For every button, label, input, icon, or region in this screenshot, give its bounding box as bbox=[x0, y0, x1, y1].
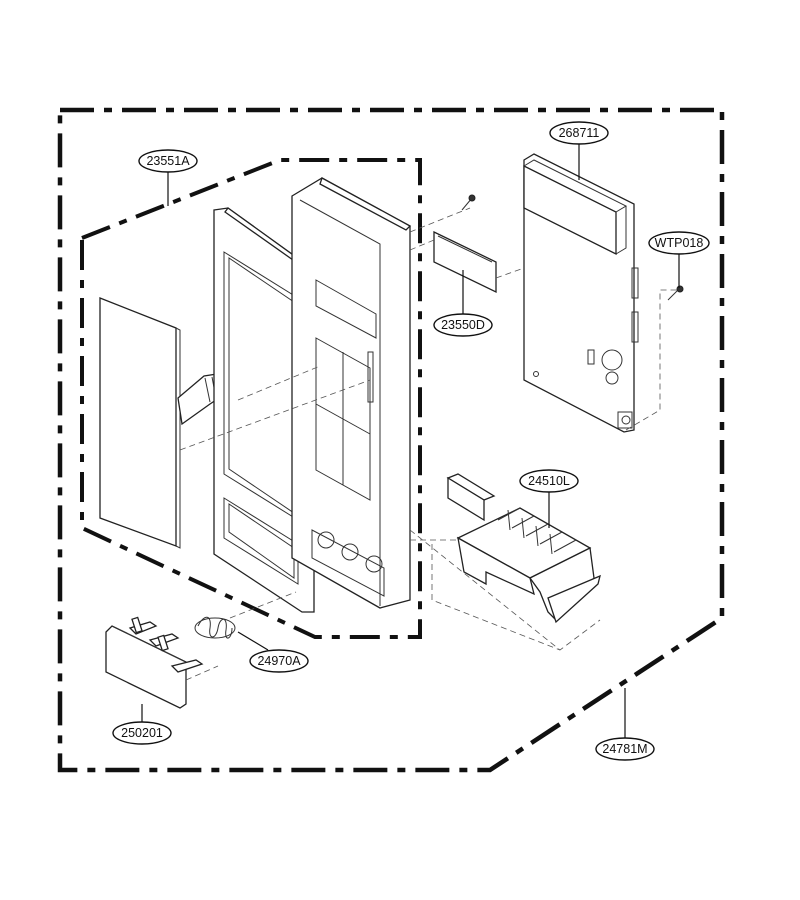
screw-wtp018 bbox=[667, 285, 684, 301]
pcb-board bbox=[523, 153, 639, 433]
callout-24510L-text: 24510L bbox=[528, 474, 570, 488]
callout-268711: 268711 bbox=[549, 121, 609, 145]
callout-WTP018-text: WTP018 bbox=[655, 236, 704, 250]
callout-WTP018: WTP018 bbox=[648, 231, 710, 255]
callout-23551A: 23551A bbox=[138, 149, 198, 173]
display-window bbox=[433, 230, 497, 294]
leader-lines bbox=[141, 144, 680, 738]
membrane-sheet bbox=[99, 297, 181, 549]
spring bbox=[194, 616, 236, 639]
alignment-lines bbox=[179, 207, 680, 681]
latch-lever-assembly bbox=[446, 473, 601, 624]
callout-24781M-text: 24781M bbox=[602, 742, 647, 756]
callout-23551A-text: 23551A bbox=[146, 154, 190, 168]
callout-268711-text: 268711 bbox=[559, 126, 600, 140]
push-button bbox=[105, 616, 204, 709]
callout-24970A: 24970A bbox=[249, 649, 309, 673]
assembly-boundary bbox=[57, 107, 725, 773]
callout-250201-text: 250201 bbox=[121, 726, 163, 740]
callout-23550D: 23550D bbox=[433, 313, 493, 337]
callout-23550D-text: 23550D bbox=[441, 318, 485, 332]
callout-24970A-text: 24970A bbox=[257, 654, 301, 668]
screw-top bbox=[461, 194, 476, 211]
callout-24781M: 24781M bbox=[595, 737, 655, 761]
control-housing bbox=[291, 177, 412, 609]
subassembly-boundary bbox=[80, 158, 422, 639]
callout-250201: 250201 bbox=[112, 721, 172, 745]
callout-24510L: 24510L bbox=[519, 469, 579, 493]
